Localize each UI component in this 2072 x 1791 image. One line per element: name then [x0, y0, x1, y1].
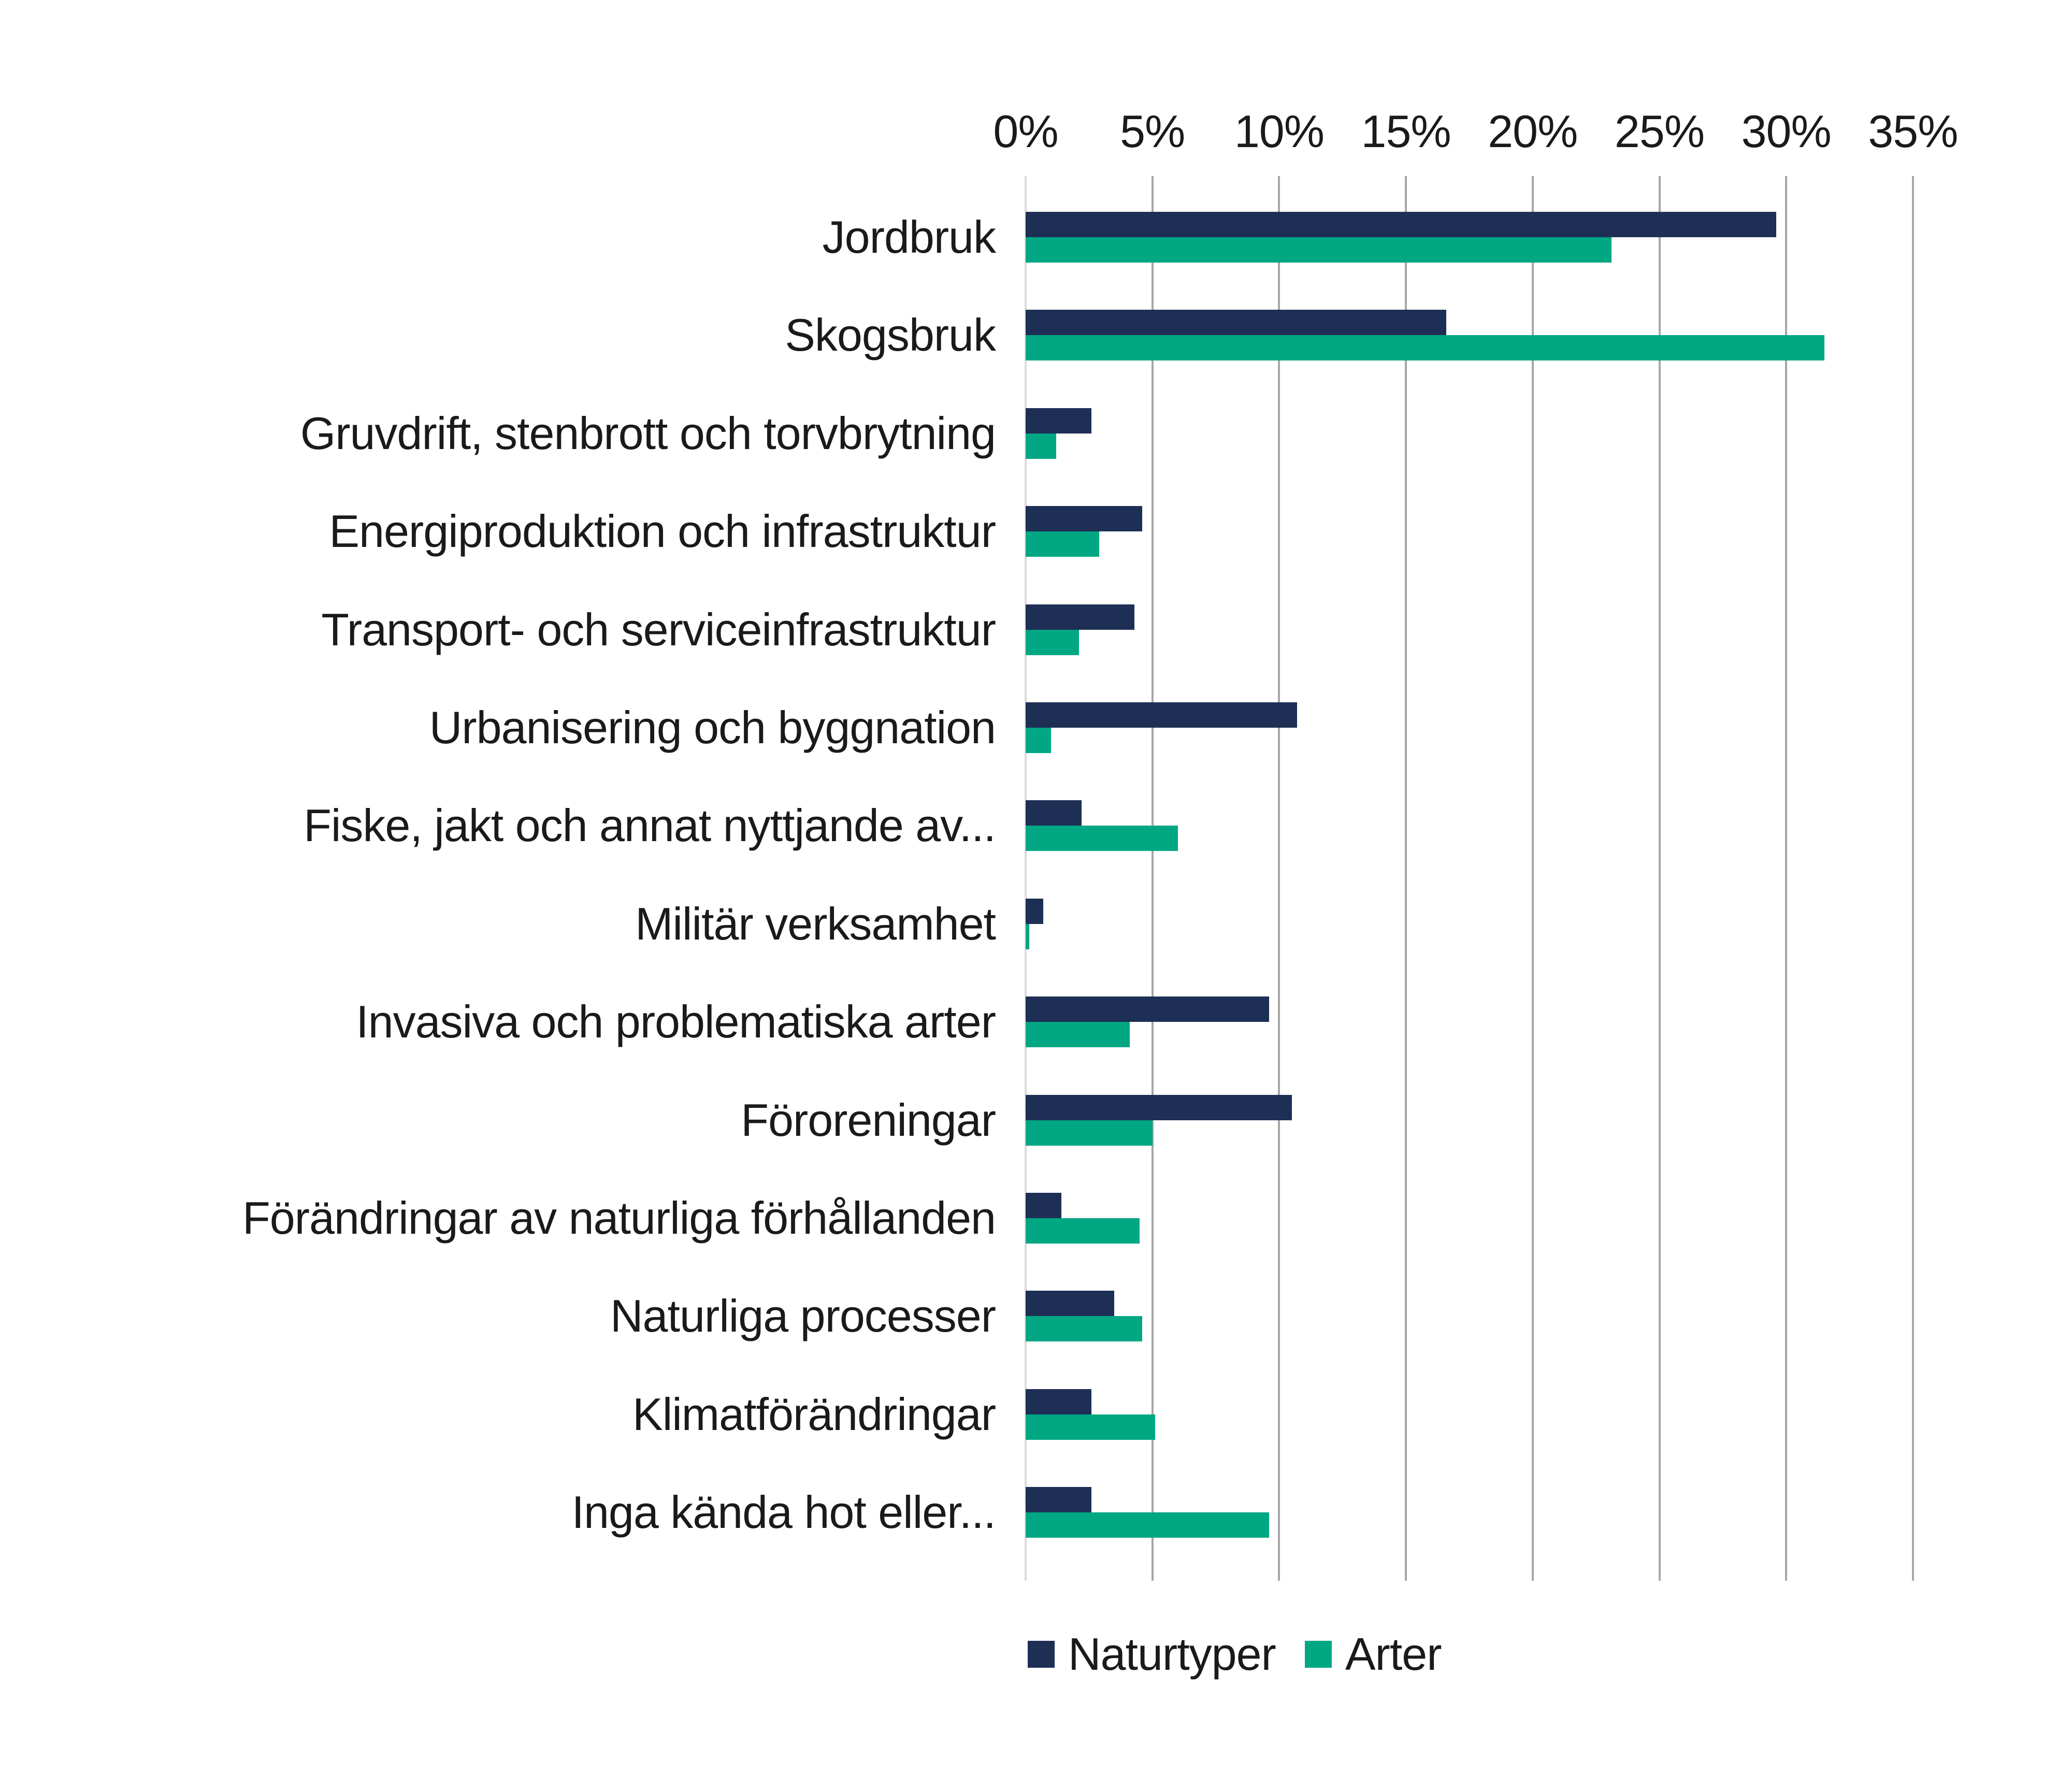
category-label: Invasiva och problematiska arter — [356, 996, 996, 1048]
bar-arter — [1026, 727, 1051, 753]
bar-group — [1026, 1389, 2072, 1487]
category-row: Invasiva och problematiska arter — [0, 996, 2072, 1094]
category-label: Urbanisering och byggnation — [429, 701, 996, 753]
gridline — [1911, 176, 1914, 1581]
bar-arter — [1026, 531, 1099, 557]
bar-arter — [1026, 923, 1030, 949]
x-axis-tick: 5% — [1120, 106, 1185, 157]
bar-naturtyper — [1026, 1291, 1115, 1317]
category-label: Energiproduktion och infrastruktur — [329, 505, 996, 557]
legend-item-naturtyper: Naturtyper — [1028, 1631, 1276, 1677]
bar-group — [1026, 996, 2072, 1094]
bar-arter — [1026, 1414, 1155, 1440]
category-label: Inga kända hot eller... — [571, 1486, 997, 1538]
bar-arter — [1026, 629, 1079, 655]
bar-naturtyper — [1026, 800, 1082, 826]
bar-arter — [1026, 433, 1056, 459]
gridline — [1025, 176, 1027, 1581]
legend-swatch-naturtyper — [1028, 1641, 1055, 1668]
category-label: Naturliga processer — [610, 1290, 996, 1342]
legend-label: Naturtyper — [1068, 1628, 1276, 1680]
x-axis-tick: 35% — [1868, 106, 1958, 157]
bar-arter — [1026, 1218, 1140, 1244]
bar-naturtyper — [1026, 996, 1269, 1022]
category-row: Klimatförändringar — [0, 1389, 2072, 1487]
bar-group — [1026, 212, 2072, 310]
category-row: Förändringar av naturliga förhållanden — [0, 1192, 2072, 1291]
bar-arter — [1026, 1512, 1269, 1538]
bar-naturtyper — [1026, 898, 1044, 924]
category-row: Skogsbruk — [0, 310, 2072, 408]
category-row: Energiproduktion och infrastruktur — [0, 506, 2072, 604]
x-axis-tick: 15% — [1361, 106, 1451, 157]
bar-naturtyper — [1026, 1094, 1292, 1120]
legend: Naturtyper Arter — [1028, 1631, 1442, 1677]
bar-group — [1026, 898, 2072, 996]
gridline — [1151, 176, 1154, 1581]
bar-group — [1026, 1094, 2072, 1193]
bar-group — [1026, 1487, 2072, 1585]
category-label: Skogsbruk — [785, 309, 996, 361]
category-row: Fiske, jakt och annat nyttjande av... — [0, 800, 2072, 898]
legend-label: Arter — [1345, 1628, 1442, 1680]
category-label: Förändringar av naturliga förhållanden — [242, 1192, 996, 1244]
category-row: Naturliga processer — [0, 1291, 2072, 1389]
category-row: Gruvdrift, stenbrott och torvbrytning — [0, 408, 2072, 506]
category-row: Föroreningar — [0, 1094, 2072, 1193]
bar-arter — [1026, 826, 1178, 851]
legend-swatch-arter — [1304, 1641, 1332, 1668]
legend-item-arter: Arter — [1304, 1628, 1442, 1680]
x-axis-tick: 0% — [993, 106, 1058, 157]
bar-naturtyper — [1026, 702, 1297, 728]
bar-naturtyper — [1026, 1389, 1092, 1414]
category-row: Urbanisering och byggnation — [0, 702, 2072, 800]
bar-arter — [1026, 1022, 1130, 1048]
bar-naturtyper — [1026, 1192, 1061, 1218]
x-axis-tick: 30% — [1741, 106, 1832, 157]
bar-group — [1026, 702, 2072, 800]
x-axis-tick: 25% — [1614, 106, 1705, 157]
category-label: Fiske, jakt och annat nyttjande av... — [304, 800, 996, 851]
category-label: Klimatförändringar — [632, 1388, 996, 1440]
bar-naturtyper — [1026, 408, 1092, 434]
gridline — [1658, 176, 1661, 1581]
bar-group — [1026, 800, 2072, 898]
bar-group — [1026, 604, 2072, 702]
gridline — [1531, 176, 1534, 1581]
category-label: Militär verksamhet — [635, 898, 996, 949]
category-row: Transport- och serviceinfrastruktur — [0, 604, 2072, 702]
bar-group — [1026, 506, 2072, 604]
category-label: Jordbruk — [822, 211, 996, 263]
x-axis: 0% 5% 10% 15% 20% 25% 30% 35% — [993, 0, 2072, 176]
bar-group — [1026, 310, 2072, 408]
bar-naturtyper — [1026, 212, 1776, 237]
category-row: Jordbruk — [0, 212, 2072, 310]
bar-arter — [1026, 1120, 1153, 1146]
gridline — [1785, 176, 1788, 1581]
gridline — [1405, 176, 1407, 1581]
gridline — [1278, 176, 1280, 1581]
bar-arter — [1026, 1316, 1143, 1342]
bar-naturtyper — [1026, 506, 1143, 532]
bar-group — [1026, 1192, 2072, 1291]
bar-naturtyper — [1026, 310, 1447, 336]
gridlines — [1025, 176, 1948, 1581]
x-axis-tick: 20% — [1488, 106, 1578, 157]
bar-arter — [1026, 335, 1824, 361]
bar-naturtyper — [1026, 1487, 1092, 1513]
category-row: Inga kända hot eller... — [0, 1487, 2072, 1585]
bar-naturtyper — [1026, 604, 1135, 630]
category-row: Militär verksamhet — [0, 898, 2072, 996]
x-axis-tick: 10% — [1234, 106, 1325, 157]
category-label: Gruvdrift, stenbrott och torvbrytning — [300, 407, 996, 459]
bar-group — [1026, 1291, 2072, 1389]
bar-arter — [1026, 237, 1611, 263]
bar-group — [1026, 408, 2072, 506]
category-label: Transport- och serviceinfrastruktur — [321, 603, 996, 655]
category-label: Föroreningar — [741, 1094, 996, 1146]
